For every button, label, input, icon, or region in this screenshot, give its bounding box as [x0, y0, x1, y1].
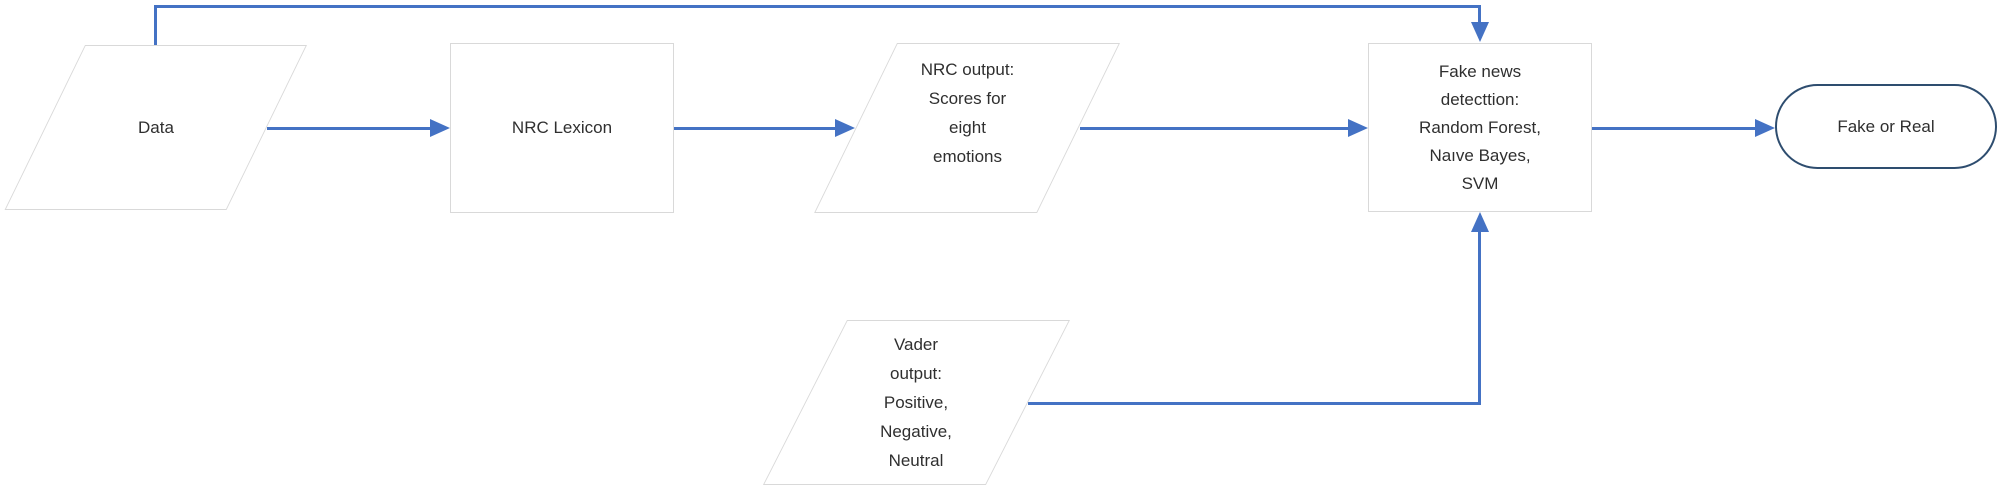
node-fake-or-real: Fake or Real — [1775, 84, 1997, 169]
connector-data-to-detection-horizontal — [154, 5, 1481, 8]
node-nrc-output: NRC output: Scores for eight emotions — [814, 43, 1120, 213]
node-nrc-lexicon: NRC Lexicon — [450, 43, 674, 213]
connector-vader-to-detection-vertical — [1478, 232, 1481, 405]
arrowhead-down-into-detection — [1470, 22, 1489, 42]
node-fake-news-detection: Fake news detecttion: Random Forest, Naı… — [1368, 43, 1592, 212]
fake-news-detection-label: Fake news detecttion: Random Forest, Naı… — [1419, 61, 1541, 193]
connector-data-to-lexicon — [267, 126, 430, 130]
vader-output-label: Vader output: Positive, Negative, Neutra… — [880, 335, 952, 470]
arrowhead-up-into-detection — [1470, 212, 1489, 232]
connector-lexicon-to-nrc-output — [674, 126, 835, 130]
connector-data-to-detection-vertical-end — [1478, 5, 1481, 22]
arrowhead-into-nrc-output — [835, 119, 855, 137]
connector-nrc-output-to-detection — [1080, 126, 1348, 130]
nrc-lexicon-label: NRC Lexicon — [511, 118, 613, 137]
connector-detection-to-result — [1592, 126, 1755, 130]
connector-data-to-detection-vertical-start — [154, 5, 157, 45]
node-vader-output: Vader output: Positive, Negative, Neutra… — [762, 320, 1070, 485]
arrowhead-into-lexicon — [430, 119, 450, 137]
connector-vader-to-detection-horizontal — [1028, 401, 1481, 405]
node-data: Data — [4, 45, 308, 210]
data-label: Data — [138, 117, 174, 137]
nrc-output-label: NRC output: Scores for eight emotions — [920, 60, 1015, 166]
arrowhead-left-into-detection — [1348, 119, 1368, 137]
fake-or-real-label: Fake or Real — [1837, 116, 1935, 136]
arrowhead-into-result — [1755, 119, 1775, 137]
